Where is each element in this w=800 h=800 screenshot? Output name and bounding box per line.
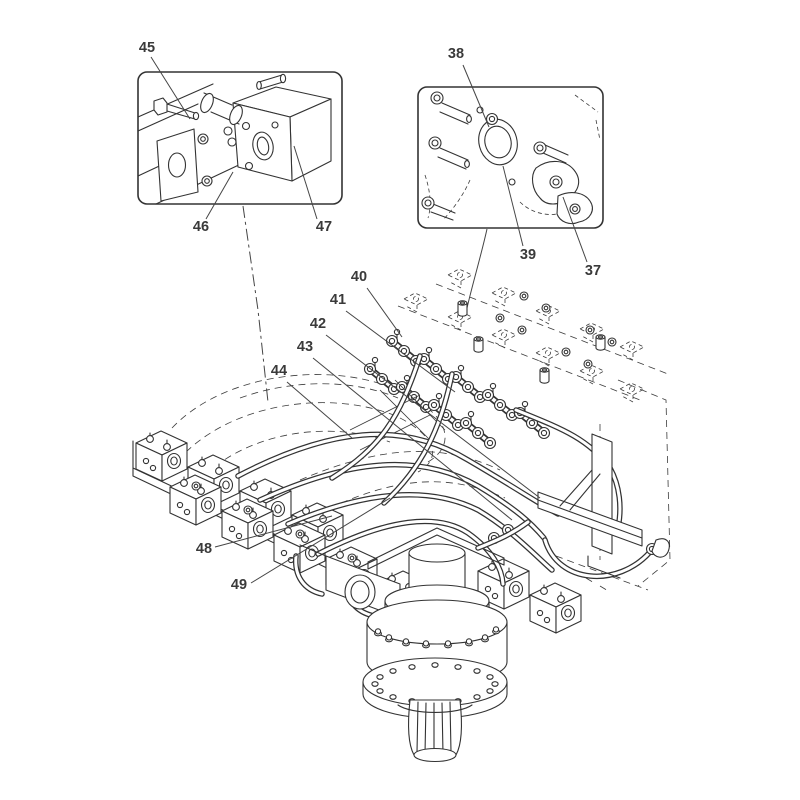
callout-37: 37 (562, 196, 601, 279)
right-support-frame (537, 433, 643, 579)
callout-46-label: 46 (193, 219, 209, 235)
callout-37-label: 37 (585, 263, 601, 279)
callout-48: 48 (196, 515, 333, 557)
callout-47: 47 (293, 145, 332, 235)
pinion-shaft (397, 699, 473, 763)
callout-47-label: 47 (316, 219, 332, 235)
inset-b-drawing (421, 91, 601, 225)
eye-bracket (299, 544, 401, 631)
callout-48-label: 48 (196, 541, 212, 557)
inset-b-locator-line (466, 228, 488, 309)
hydraulic-hoses (235, 353, 670, 619)
callout-40: 40 (351, 269, 403, 338)
inset-a-drawing (137, 73, 332, 205)
callout-46: 46 (193, 171, 234, 235)
callout-42-label: 42 (310, 316, 326, 332)
swing-gearbox (362, 584, 508, 719)
callout-44-label: 44 (271, 363, 287, 379)
callout-45-label: 45 (139, 40, 155, 56)
detail-inset-a (137, 71, 343, 205)
callout-43-label: 43 (297, 339, 313, 355)
callout-49: 49 (231, 497, 391, 593)
callout-41-label: 41 (330, 292, 346, 308)
callout-42: 42 (310, 316, 541, 499)
callout-43: 43 (297, 339, 513, 521)
callout-38: 38 (448, 46, 490, 128)
callout-39: 39 (502, 165, 536, 263)
callout-44: 44 (271, 363, 353, 439)
callout-38-label: 38 (448, 46, 464, 62)
callout-41: 41 (330, 292, 456, 393)
callout-49-label: 49 (231, 577, 247, 593)
callout-40-label: 40 (351, 269, 367, 285)
callouts: 45 46 47 38 39 37 40 41 (139, 40, 601, 593)
callout-45: 45 (139, 40, 191, 120)
inset-a-locator-line (242, 205, 269, 403)
detail-inset-b (417, 86, 604, 229)
main-assembly (132, 268, 671, 763)
callout-39-label: 39 (520, 247, 536, 263)
